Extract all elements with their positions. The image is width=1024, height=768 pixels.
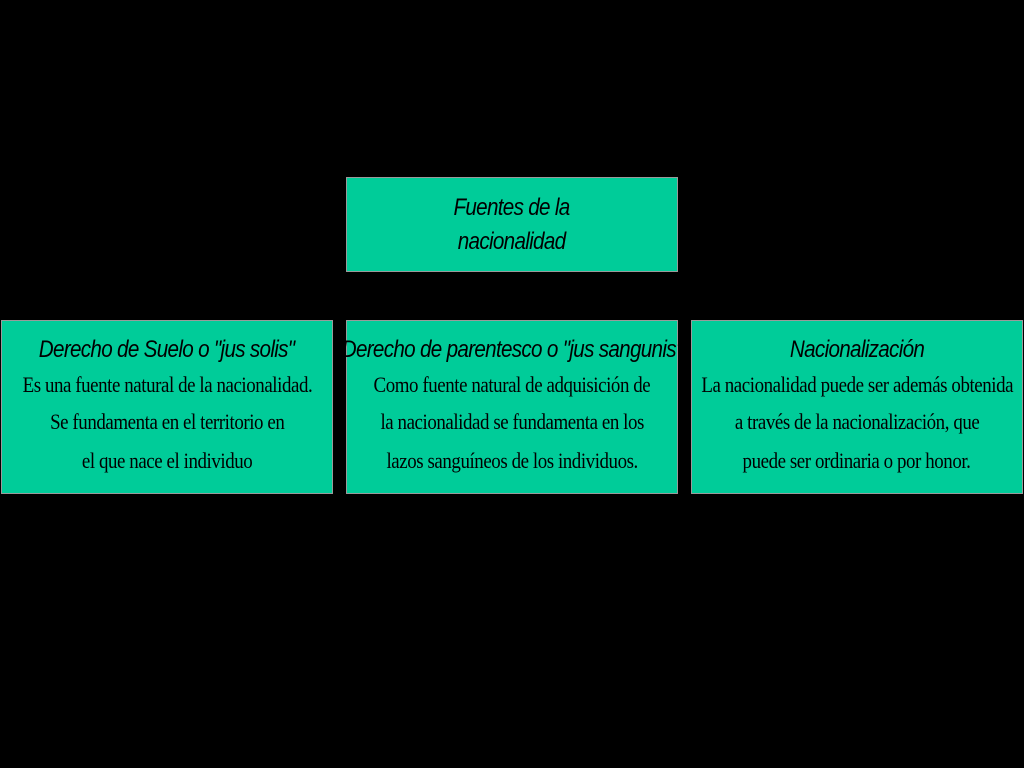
child-text-line: puede ser ordinaria o por honor. <box>743 448 971 473</box>
child-text-line: a través de la nacionalización, que <box>734 409 980 434</box>
child-text-line: Como fuente natural de adquisición de <box>373 372 651 397</box>
root-title-line-1: Fuentes de la <box>453 193 571 221</box>
child-box-nacionalizacion: Nacionalización La nacionalidad puede se… <box>691 320 1023 494</box>
root-title-line-2: nacionalidad <box>458 227 566 255</box>
child-text-line: Se fundamenta en el territorio en <box>49 409 285 434</box>
child-box-jus-sanguinis: Derecho de parentesco o "jus sangunis" C… <box>342 320 683 494</box>
child-title-jus-solis: Derecho de Suelo o "jus solis" <box>39 336 295 363</box>
child-text-line: la nacionalidad se fundamenta en los <box>380 409 644 434</box>
child-text-line: Es una fuente natural de la nacionalidad… <box>22 372 312 397</box>
child-title-nacionalizacion: Nacionalización <box>789 336 925 363</box>
child-box-jus-solis: Derecho de Suelo o "jus solis" Es una fu… <box>1 320 333 494</box>
child-text-line: lazos sanguíneos de los individuos. <box>386 448 638 473</box>
root-box: Fuentes de la nacionalidad <box>346 177 678 272</box>
child-text-line: La nacionalidad puede ser además obtenid… <box>701 372 1013 397</box>
child-title-jus-sanguinis: Derecho de parentesco o "jus sangunis" <box>341 336 683 363</box>
child-text-line: el que nace el individuo <box>81 448 253 473</box>
